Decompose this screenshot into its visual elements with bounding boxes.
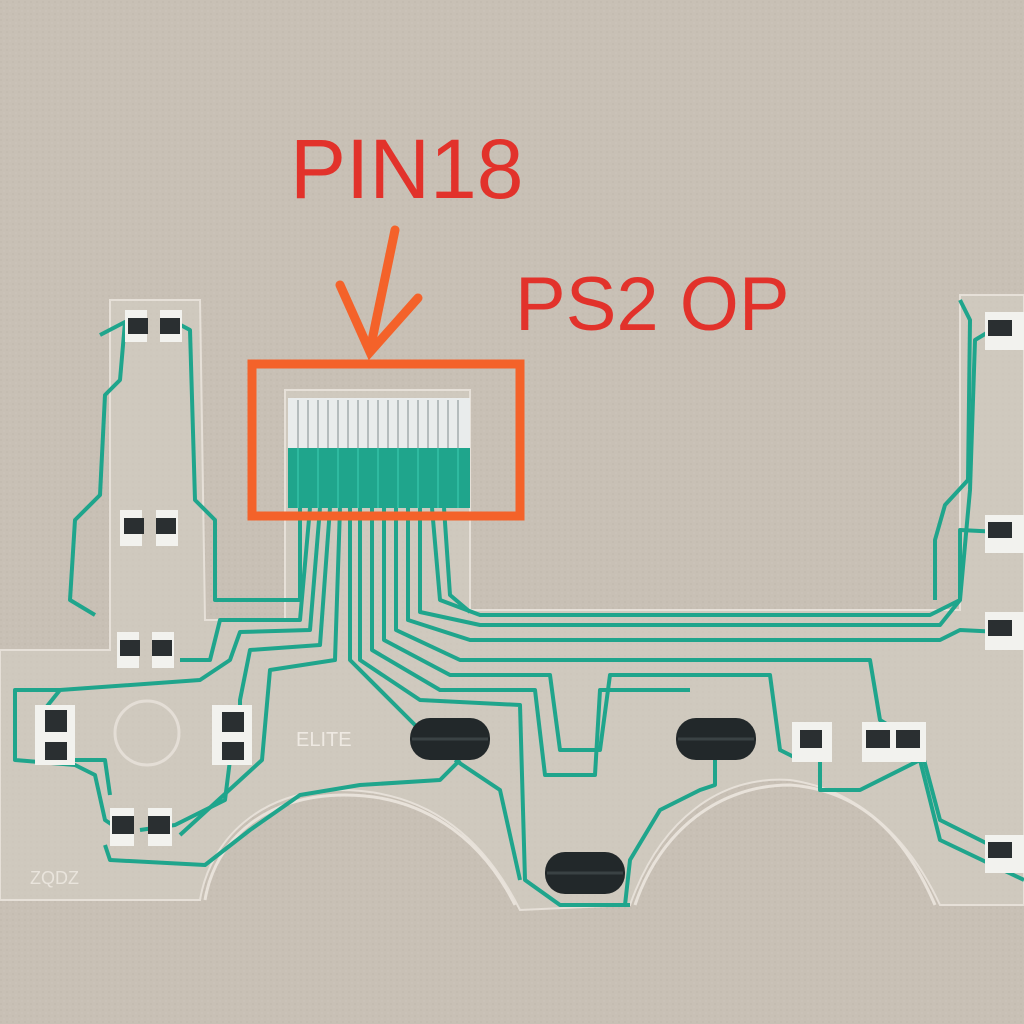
film-brand-text: ELITE	[296, 729, 352, 751]
film-sheet	[0, 294, 1024, 912]
connector-ribbon-green	[288, 448, 470, 508]
right-arc-cutout	[633, 783, 937, 906]
film-code-text: ZQDZ	[30, 868, 79, 888]
connector-pins	[288, 398, 470, 448]
arrow-down-icon	[335, 225, 423, 361]
film-hole	[113, 699, 181, 767]
ribbon-stripes	[297, 448, 459, 508]
pin-count-label: PIN18	[290, 122, 523, 216]
pin-highlight-box	[247, 359, 525, 521]
capsule-pads	[410, 718, 756, 894]
contact-pads	[35, 310, 1024, 873]
model-label: PS2 OP	[515, 262, 790, 347]
circuit-traces	[13, 299, 1024, 907]
